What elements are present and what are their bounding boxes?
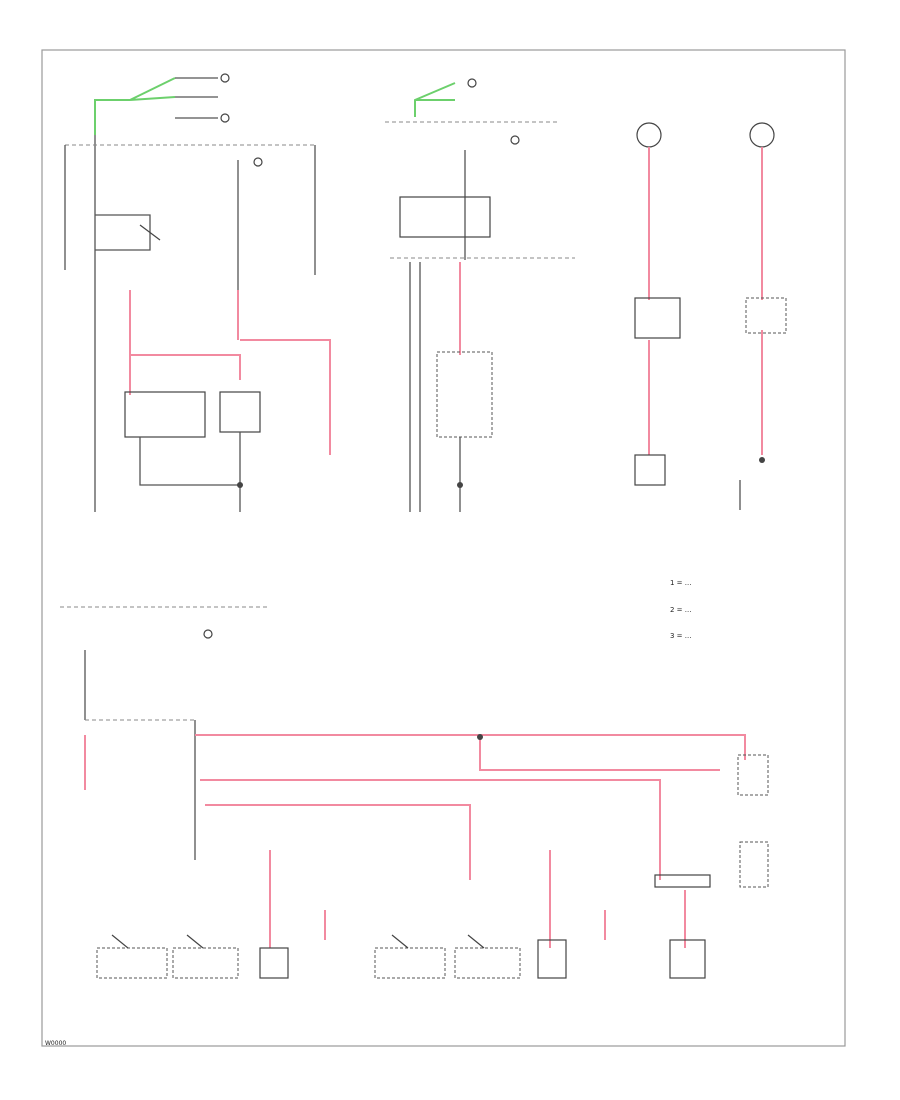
legend-item-2: 2 = ...	[670, 606, 691, 614]
component-5	[454, 947, 521, 979]
diagram-frame	[41, 49, 846, 1047]
switch-box-middle	[436, 351, 493, 438]
legend-item-1: 1 = ...	[670, 579, 691, 587]
top-middle-circuit	[385, 78, 575, 512]
component-3	[259, 947, 289, 979]
footer-code: W0000	[45, 1040, 66, 1047]
component-2	[172, 947, 239, 979]
component-6	[537, 939, 567, 979]
connector-right	[634, 454, 666, 486]
legend: 1 = ... 2 = ... 3 = ...	[670, 579, 691, 640]
module-box-right-1	[634, 297, 681, 339]
bottom-right-control	[739, 841, 769, 888]
bottom-junction	[654, 874, 711, 888]
top-right-circuit	[634, 122, 787, 510]
component-1	[96, 947, 168, 979]
bottom-right-module	[737, 754, 769, 796]
relay-box-left	[124, 391, 206, 438]
module-box-right-2	[745, 297, 787, 334]
legend-item-3: 3 = ...	[670, 632, 691, 640]
relay-box-middle	[399, 196, 491, 238]
component-7	[669, 939, 706, 979]
bottom-circuit	[60, 606, 769, 979]
top-left-circuit	[64, 73, 331, 512]
component-4	[374, 947, 446, 979]
